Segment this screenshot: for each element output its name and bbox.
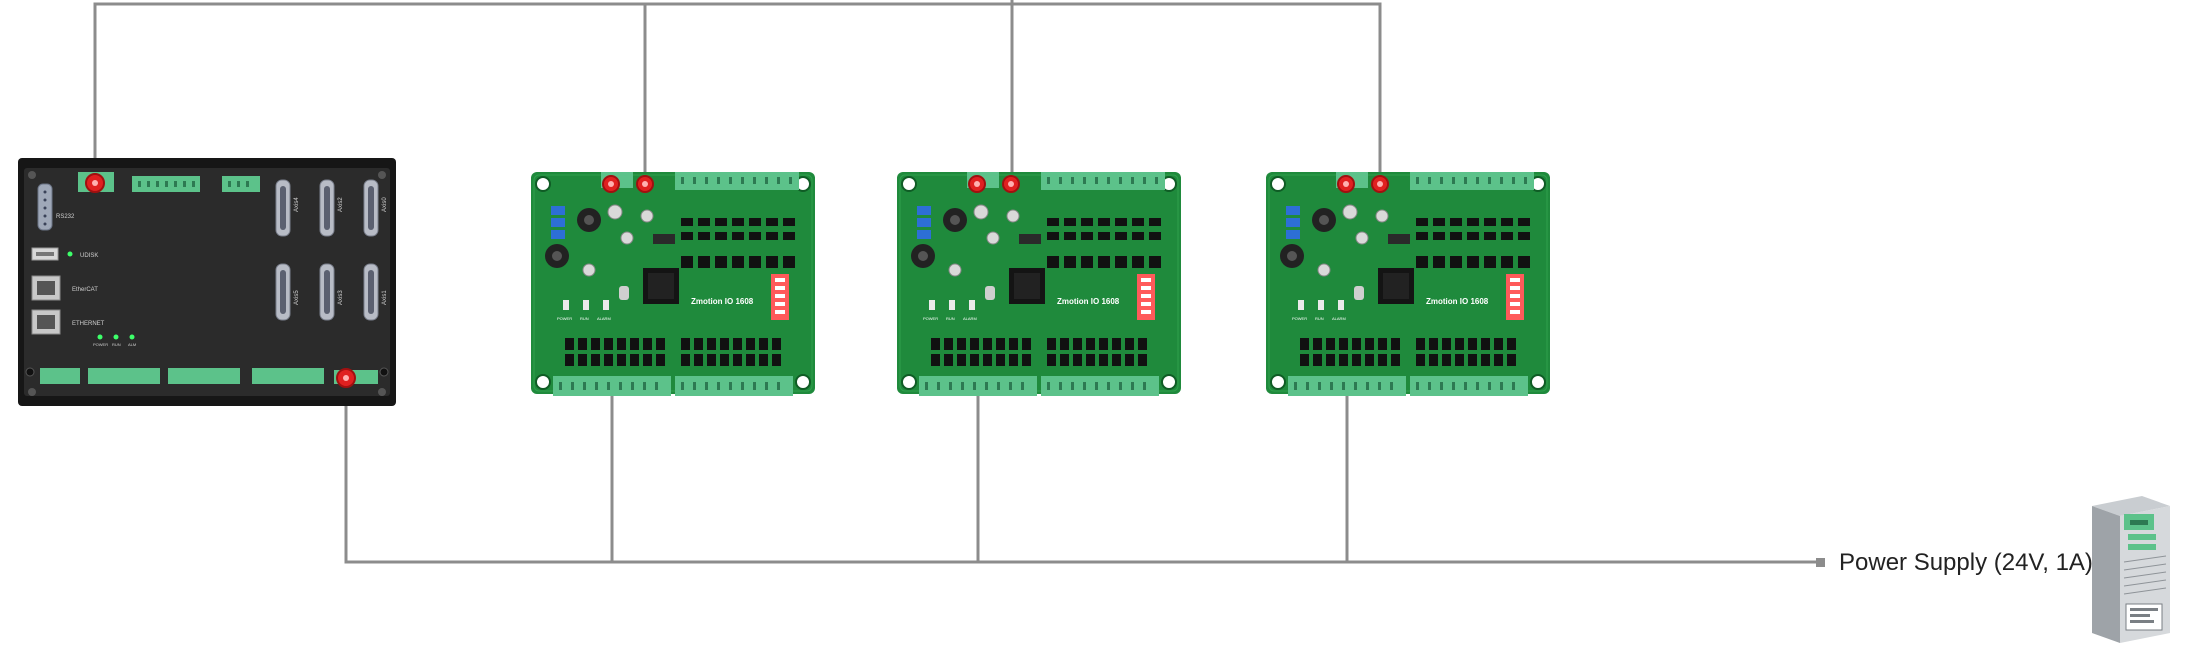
io-board-1-alarm-label: ALARM	[597, 316, 611, 321]
power-led	[97, 334, 103, 340]
io-board-2: Zmotion IO 1608 POWER RUN ALARM	[896, 171, 1182, 397]
alm-led	[129, 334, 135, 340]
motion-controller: RS232 UDISK EtherCAT ETHERNET POWER RUN …	[18, 158, 396, 406]
io-board-1-power-label: POWER	[557, 316, 572, 321]
power-led-label: POWER	[93, 342, 108, 347]
io-board-3-run-label: RUN	[1315, 316, 1324, 321]
axis2-connector: Axis2	[319, 179, 344, 237]
bottom-terminal-block-3	[168, 368, 240, 384]
power-supply-unit	[2092, 496, 2170, 643]
axis0-label: Axis0	[382, 197, 388, 212]
power-wire	[344, 378, 1820, 564]
bottom-terminal-block-1	[40, 368, 80, 384]
axis-connectors: Axis4 Axis2 Axis0 Axis5 Axis3	[275, 179, 388, 321]
udisk-label: UDISK	[80, 253, 98, 259]
output-terminal-block	[222, 176, 260, 192]
axis3-label: Axis3	[338, 290, 344, 305]
io-board-2-power-label: POWER	[923, 316, 938, 321]
bottom-terminal-block-4	[252, 368, 324, 384]
io-board-3: Zmotion IO 1608 POWER RUN ALARM	[1265, 171, 1551, 397]
axis4-connector: Axis4	[275, 179, 300, 237]
axis3-connector: Axis3	[319, 263, 344, 321]
io-board-3-title: Zmotion IO 1608	[1426, 297, 1489, 306]
io-board-1: Zmotion IO 1608 POWER RUN ALARM	[530, 171, 816, 397]
io-board-1-title: Zmotion IO 1608	[691, 297, 754, 306]
ethernet-label: ETHERNET	[72, 321, 105, 327]
udisk-led	[67, 251, 73, 257]
axis5-label: Axis5	[294, 290, 300, 305]
power-wire-terminal	[1816, 558, 1825, 567]
axis1-label: Axis1	[382, 290, 388, 305]
axis0-connector: Axis0	[363, 179, 388, 237]
alm-led-label: ALM	[128, 342, 136, 347]
io-board-2-run-label: RUN	[946, 316, 955, 321]
io-board-3-power-label: POWER	[1292, 316, 1307, 321]
axis4-label: Axis4	[294, 197, 300, 212]
bottom-terminal-block-2	[88, 368, 160, 384]
io-board-2-alarm-label: ALARM	[963, 316, 977, 321]
axis5-connector: Axis5	[275, 263, 300, 321]
io-board-3-alarm-label: ALARM	[1332, 316, 1346, 321]
can-bus-wire	[93, 0, 1382, 172]
io-board-2-title: Zmotion IO 1608	[1057, 297, 1120, 306]
axis1-connector: Axis1	[363, 263, 388, 321]
ethercat-label: EtherCAT	[72, 287, 98, 293]
run-led	[113, 334, 119, 340]
axis2-label: Axis2	[338, 197, 344, 212]
io-board-1-run-label: RUN	[580, 316, 589, 321]
rs232-label: RS232	[56, 214, 75, 220]
power-supply-label: Power Supply (24V, 1A)	[1839, 549, 2093, 576]
bus-wires	[93, 0, 1825, 567]
run-led-label: RUN	[112, 342, 121, 347]
